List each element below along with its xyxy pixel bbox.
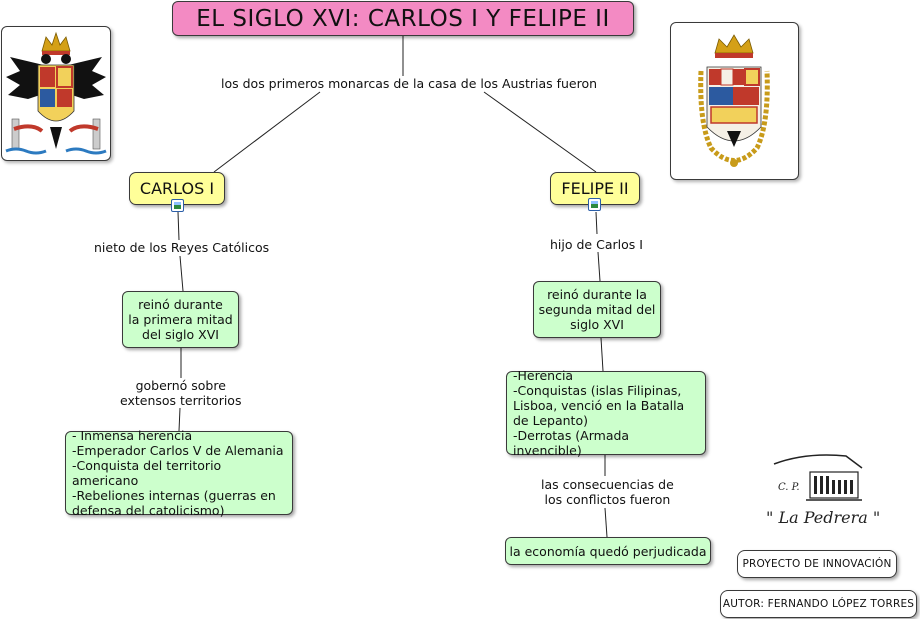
project-box: PROYECTO DE INNOVACIÓN bbox=[737, 550, 897, 578]
felipe-result-node: la economía quedó perjudicada bbox=[505, 537, 711, 565]
root-link-label: los dos primeros monarcas de la casa de … bbox=[219, 76, 600, 91]
image-attachment-icon[interactable] bbox=[171, 199, 184, 212]
school-logo-name: " La Pedrera " bbox=[766, 508, 881, 527]
carlos-node: CARLOS I bbox=[129, 172, 225, 205]
crown-icon bbox=[714, 34, 754, 58]
felipe-facts-node: -Herencia -Conquistas (islas Filipinas, … bbox=[506, 368, 706, 458]
carlos-coat-of-arms bbox=[1, 26, 111, 161]
felipe-coat-of-arms bbox=[670, 22, 799, 180]
carlos-link-label-1: nieto de los Reyes Católicos bbox=[92, 240, 272, 255]
felipe-link-label-1: hijo de Carlos I bbox=[548, 237, 645, 252]
school-logo: C. P. " La Pedrera " bbox=[766, 450, 880, 532]
carlos-facts-node: - Inmensa herencia -Emperador Carlos V d… bbox=[65, 428, 293, 518]
felipe-reign-node: reinó durante la segunda mitad del siglo… bbox=[533, 281, 661, 338]
author-box: AUTOR: FERNANDO LÓPEZ TORRES bbox=[720, 590, 917, 618]
carlos-reign-node: reinó durante la primera mitad del siglo… bbox=[122, 291, 239, 348]
felipe-link-label-2: las consecuencias de los conflictos fuer… bbox=[539, 477, 676, 507]
school-logo-initials: C. P. bbox=[778, 482, 800, 493]
concept-map-title: EL SIGLO XVI: CARLOS I Y FELIPE II bbox=[172, 1, 634, 36]
image-attachment-icon[interactable] bbox=[588, 198, 601, 211]
carlos-link-label-2: gobernó sobre extensos territorios bbox=[118, 378, 244, 408]
crown-icon bbox=[41, 31, 71, 55]
